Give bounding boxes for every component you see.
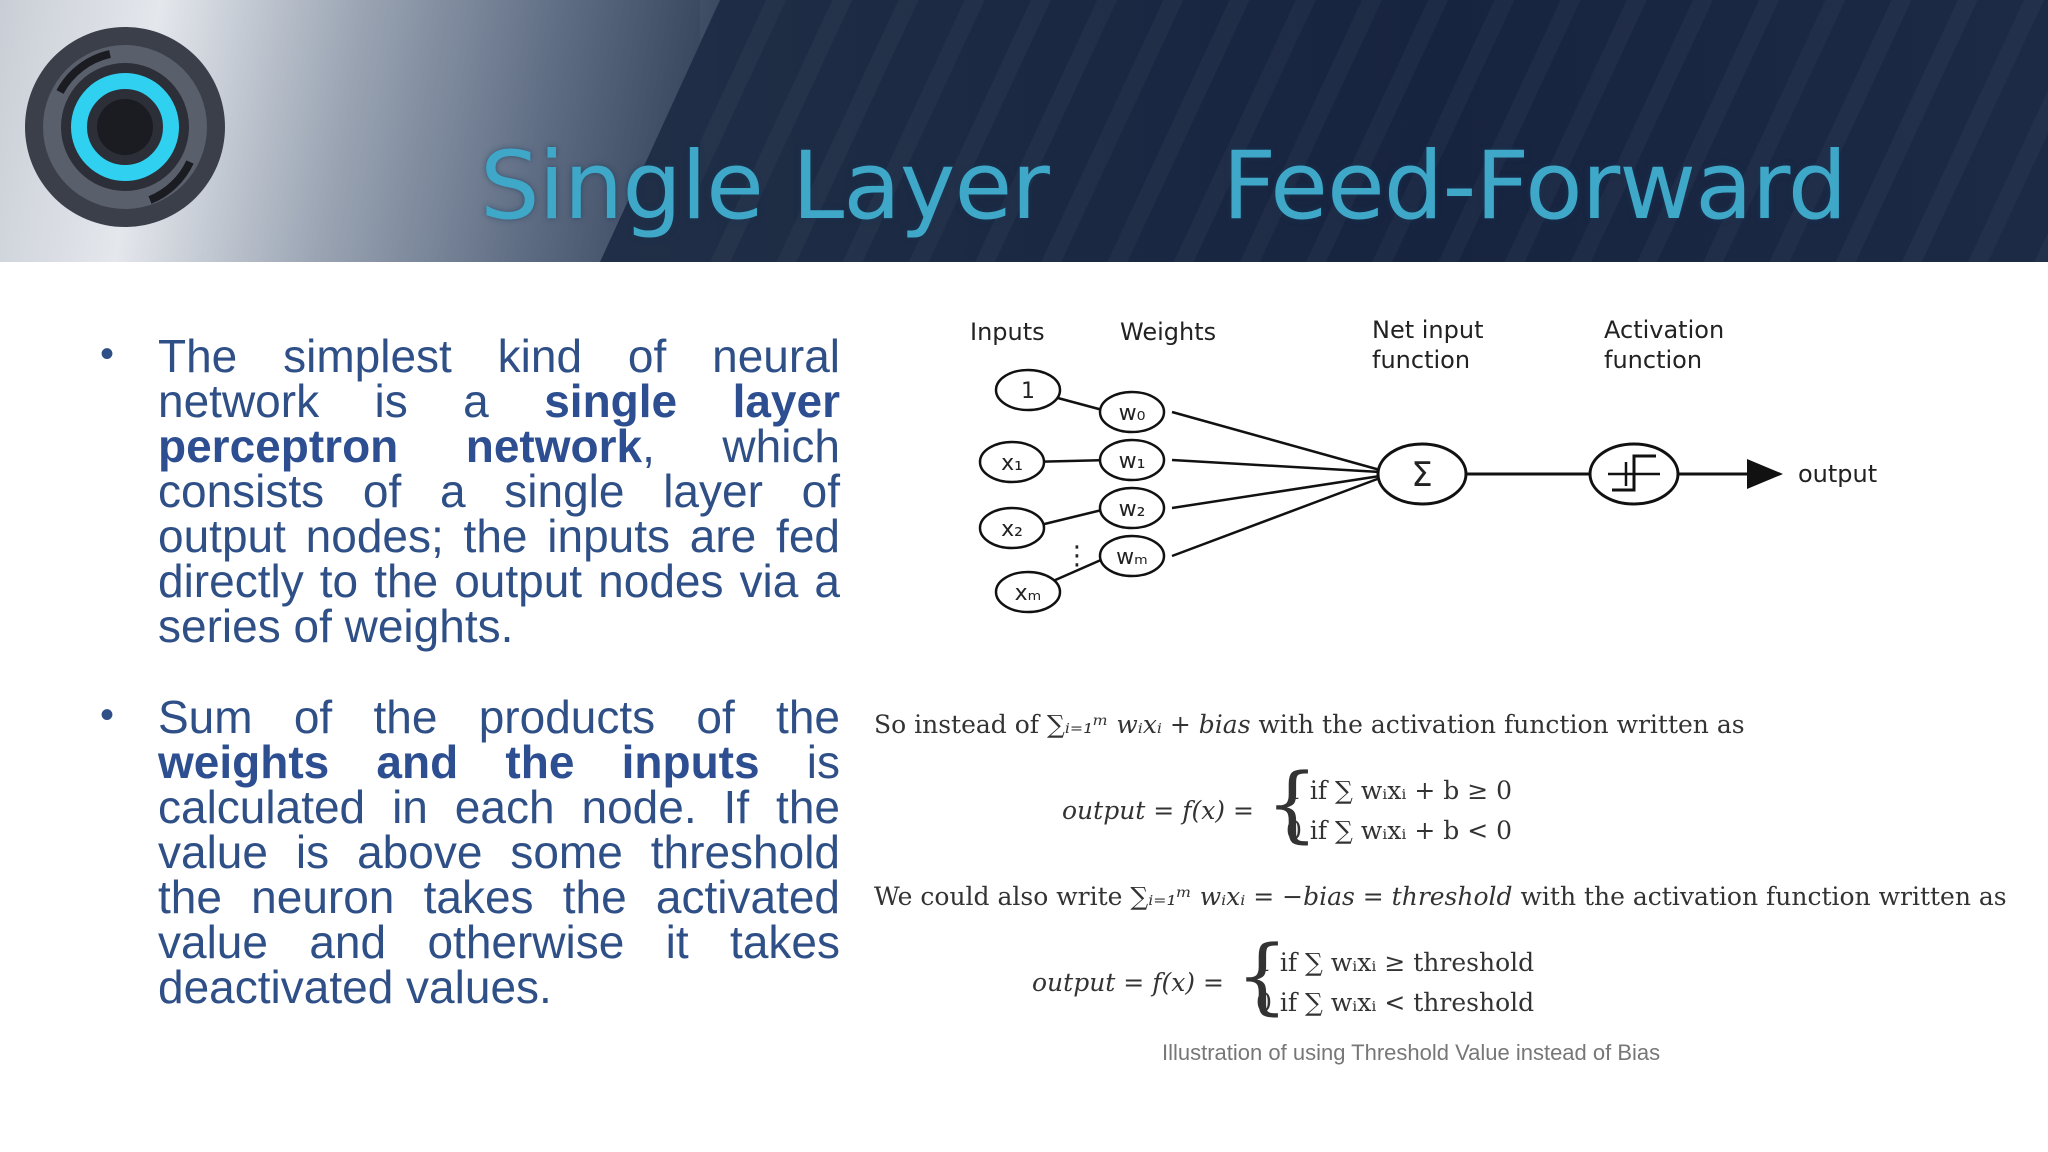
- bullet-2-bold: weights and the inputs: [158, 736, 760, 788]
- equation-2-case-1: 1 if ∑ wᵢxᵢ ≥ threshold: [1256, 948, 1535, 977]
- page-title: Single Layer Feed-Forward: [480, 132, 1847, 241]
- bullet-item-1: • The simplest kind of neural network is…: [100, 332, 840, 652]
- formula-line-2-prefix: We could also write: [874, 882, 1123, 911]
- input-node-label: 1: [1021, 379, 1035, 404]
- formula-line-2: We could also write ∑ᵢ₌₁ᵐ wᵢxᵢ = −bias =…: [874, 882, 2007, 911]
- bullet-dot-icon: •: [100, 332, 115, 376]
- equation-1-lhs: output = f(x) =: [1062, 796, 1254, 825]
- diagram-header-activation-1: Activation: [1604, 316, 1724, 344]
- input-node-label: x₁: [1001, 451, 1023, 476]
- input-nodes: 1 x₁ x₂ xₘ ⋮: [978, 368, 1090, 614]
- input-node-label: x₂: [1001, 517, 1023, 542]
- diagram-header-net-input-1: Net input: [1372, 316, 1484, 344]
- formula-line-2-suffix: with the activation function written as: [1520, 882, 2007, 911]
- formula-line-1-suffix: with the activation function written as: [1258, 710, 1745, 739]
- equation-2-lhs: output = f(x) =: [1032, 968, 1224, 997]
- bullet-1-text-b: , which consists of a single layer of ou…: [158, 420, 840, 652]
- bullet-dot-icon: •: [100, 693, 115, 737]
- header-background-pattern: [700, 0, 2048, 262]
- bullet-2-text-a: Sum of the products of the: [158, 691, 840, 743]
- equation-1-brace: {: [1266, 757, 1319, 852]
- bullet-item-2: • Sum of the products of the weights and…: [100, 693, 841, 1013]
- diagram-header-net-input-2: function: [1372, 346, 1470, 374]
- header-banner: Single Layer Feed-Forward: [0, 0, 2048, 262]
- formula-line-1-prefix: So instead of: [874, 710, 1040, 739]
- formula-line-1-sum: ∑ᵢ₌₁ᵐ wᵢxᵢ + bias: [1047, 710, 1251, 739]
- weight-node-label: w₂: [1119, 497, 1146, 522]
- equation-2-case-2: 0 if ∑ wᵢxᵢ < threshold: [1256, 988, 1535, 1017]
- bullet-1-text-a: The simplest kind of neural network is a: [158, 330, 840, 427]
- input-node-label: xₘ: [1015, 581, 1042, 606]
- perceptron-diagram: Inputs Weights Net input function Activa…: [970, 316, 1877, 614]
- weight-node-label: wₘ: [1116, 545, 1148, 570]
- weight-nodes: w₀ w₁ w₂ wₘ: [1098, 390, 1166, 578]
- sum-symbol: Σ: [1411, 455, 1432, 495]
- activation-step-icon: [1588, 442, 1680, 506]
- formula-line-1: So instead of ∑ᵢ₌₁ᵐ wᵢxᵢ + bias with the…: [874, 710, 1745, 739]
- diagram-header-weights: Weights: [1120, 318, 1216, 346]
- bullet-2-text-b: is calculated in each node. If the value…: [158, 736, 841, 1013]
- bullet-1-bold: single layer perceptron network: [158, 375, 840, 472]
- weight-node-label: w₁: [1119, 449, 1146, 474]
- equation-1-case-2: 0 if ∑ wᵢxᵢ + b < 0: [1286, 816, 1512, 845]
- diagram-header-inputs: Inputs: [970, 318, 1045, 346]
- figure-caption: Illustration of using Threshold Value in…: [1162, 1040, 1661, 1065]
- vertical-ellipsis-icon: ⋮: [1064, 541, 1090, 571]
- output-label: output: [1798, 460, 1877, 488]
- weight-node-label: w₀: [1119, 401, 1146, 426]
- formula-line-2-sum: ∑ᵢ₌₁ᵐ wᵢxᵢ = −bias = threshold: [1130, 882, 1513, 911]
- equation-1-case-1: 1 if ∑ wᵢxᵢ + b ≥ 0: [1286, 776, 1512, 805]
- weight-sum-connections: [1171, 410, 1381, 558]
- diagram-header-activation-2: function: [1604, 346, 1702, 374]
- bullet-list: • The simplest kind of neural network is…: [100, 332, 841, 1013]
- robot-eye-icon: [25, 27, 225, 227]
- equation-2-brace: {: [1236, 929, 1289, 1024]
